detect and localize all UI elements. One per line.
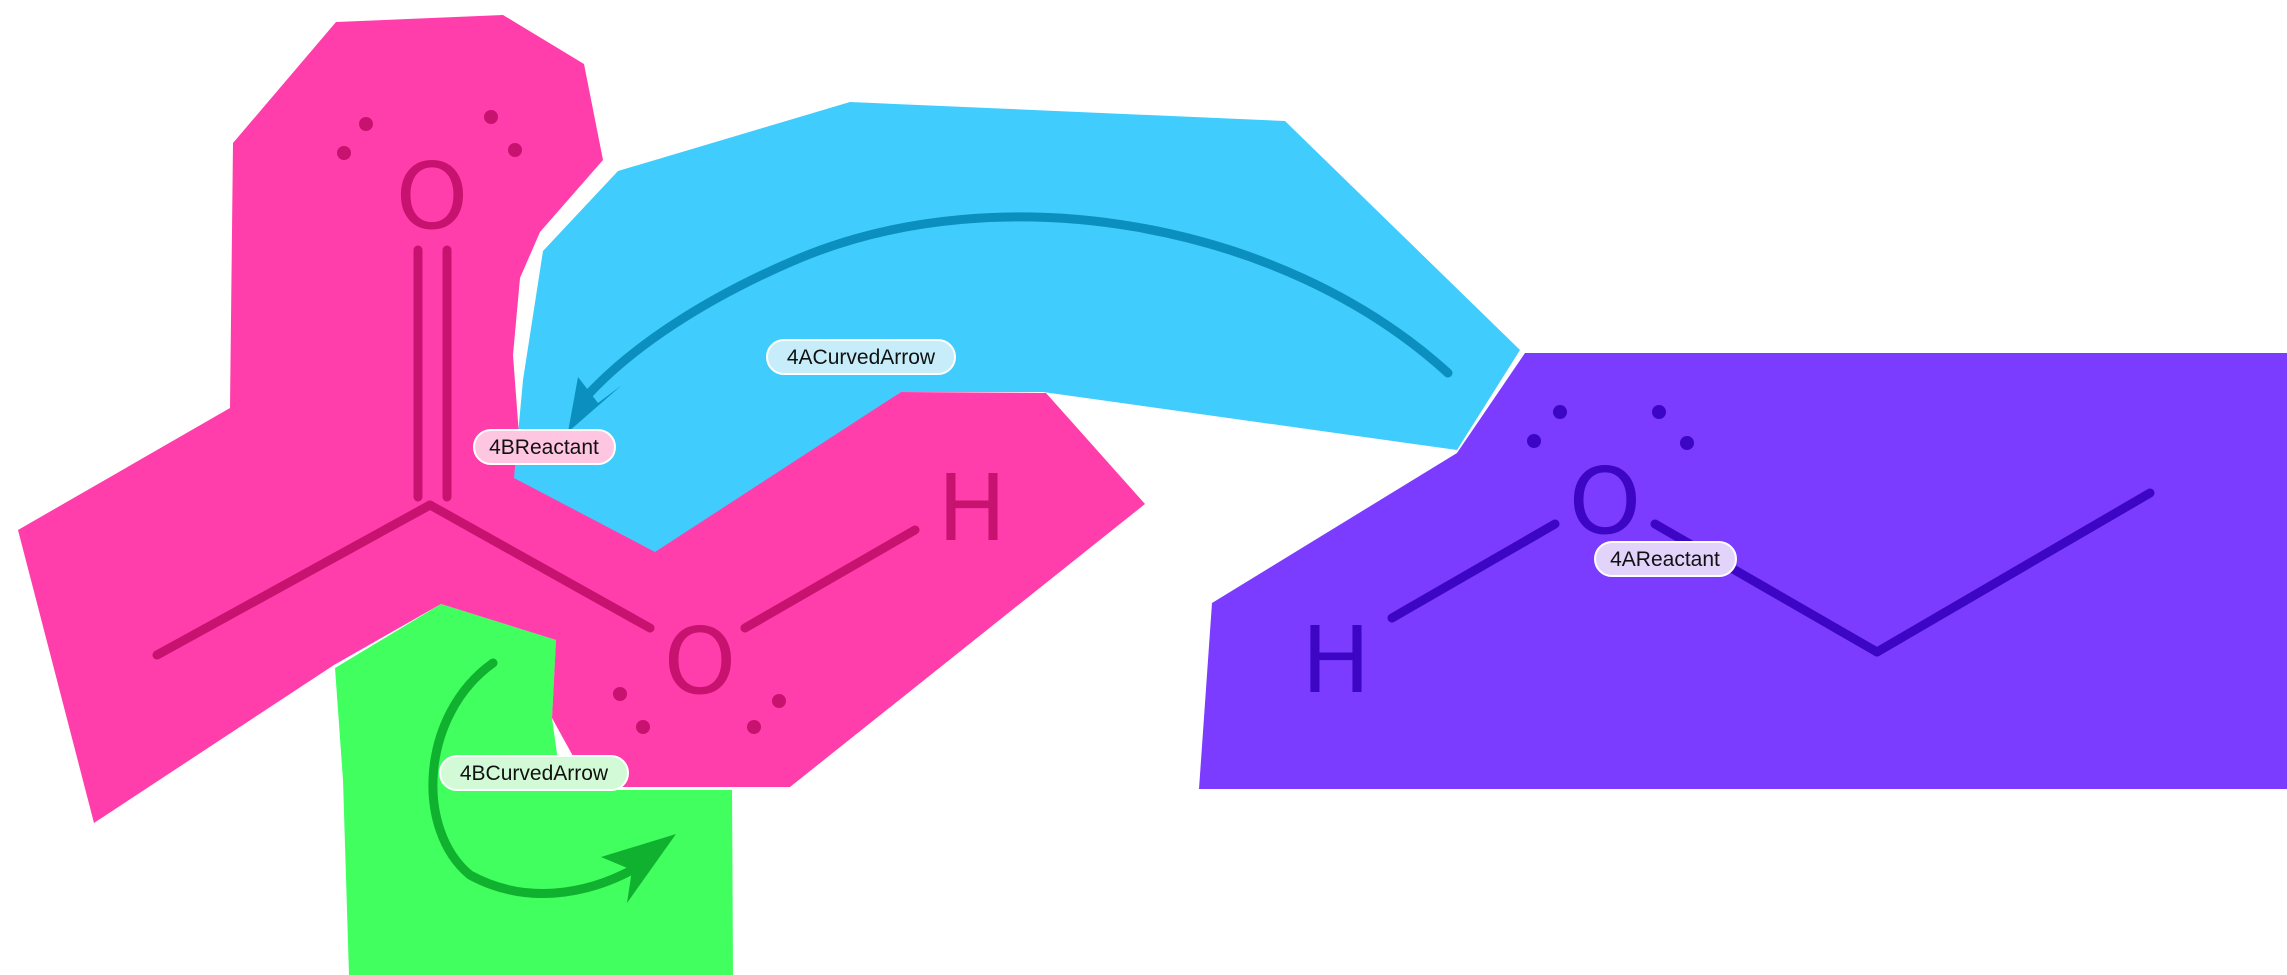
tag-curved-arrow-a: 4ACurvedArrow — [766, 339, 956, 375]
lone-pair-dot — [1553, 405, 1567, 419]
curved-arrow-b — [428, 658, 676, 903]
ethanol-oxygen: O — [1569, 448, 1641, 555]
lone-pair-dot — [772, 694, 786, 708]
curved-arrow-a-region[interactable] — [514, 102, 1520, 552]
lone-pair-dot — [508, 143, 522, 157]
hydrogen-oxygen-bond — [1387, 519, 1560, 623]
curved-arrow-b-head-icon — [601, 834, 676, 903]
tag-reactant-a: 4AReactant — [1594, 541, 1737, 577]
lone-pair-dot — [747, 720, 761, 734]
acid-hydrogen: H — [937, 455, 1006, 562]
lone-pair-dot — [484, 110, 498, 124]
tag-curved-arrow-a-text: 4ACurvedArrow — [787, 346, 936, 369]
carbon-carbon-bond — [1872, 488, 2155, 657]
tag-curved-arrow-b: 4BCurvedArrow — [439, 755, 629, 791]
lone-pair-dot — [337, 146, 351, 160]
curved-arrow-a-head-icon — [568, 377, 622, 432]
tag-reactant-b-pill — [473, 429, 616, 465]
lone-pair-dot — [1527, 434, 1541, 448]
ethanol-atoms: O H — [1301, 405, 1694, 714]
lone-pair-dot — [359, 117, 373, 131]
tag-reactant-b-text: 4BReactant — [489, 436, 599, 459]
tag-reactant-b: 4BReactant — [473, 429, 616, 465]
tag-curved-arrow-b-pill — [439, 755, 629, 791]
ethanol-hydrogen: H — [1301, 607, 1370, 714]
methyl-carbon-bond — [152, 500, 435, 660]
tag-reactant-a-pill — [1594, 541, 1737, 577]
hydroxyl-oxygen: O — [664, 608, 736, 715]
tag-curved-arrow-b-text: 4BCurvedArrow — [460, 762, 609, 785]
hydroxyl-hydrogen-bond — [740, 525, 920, 633]
curved-arrow-a — [568, 212, 1453, 432]
curved-arrow-b-shaft — [428, 658, 637, 898]
reactant-b-region[interactable] — [18, 15, 1145, 823]
acetic-acid-atoms: O O H — [337, 110, 1007, 734]
carbonyl-oxygen: O — [396, 143, 468, 250]
lone-pair-dot — [636, 720, 650, 734]
carbon-hydroxyl-bond — [425, 500, 655, 633]
tag-reactant-a-text: 4AReactant — [1610, 548, 1720, 571]
lone-pair-dot — [613, 687, 627, 701]
lone-pair-dot — [1652, 405, 1666, 419]
lone-pair-dot — [1680, 436, 1694, 450]
tag-curved-arrow-a-pill — [766, 339, 956, 375]
acetic-acid-structure — [152, 245, 920, 660]
curved-arrow-a-shaft — [580, 212, 1453, 403]
